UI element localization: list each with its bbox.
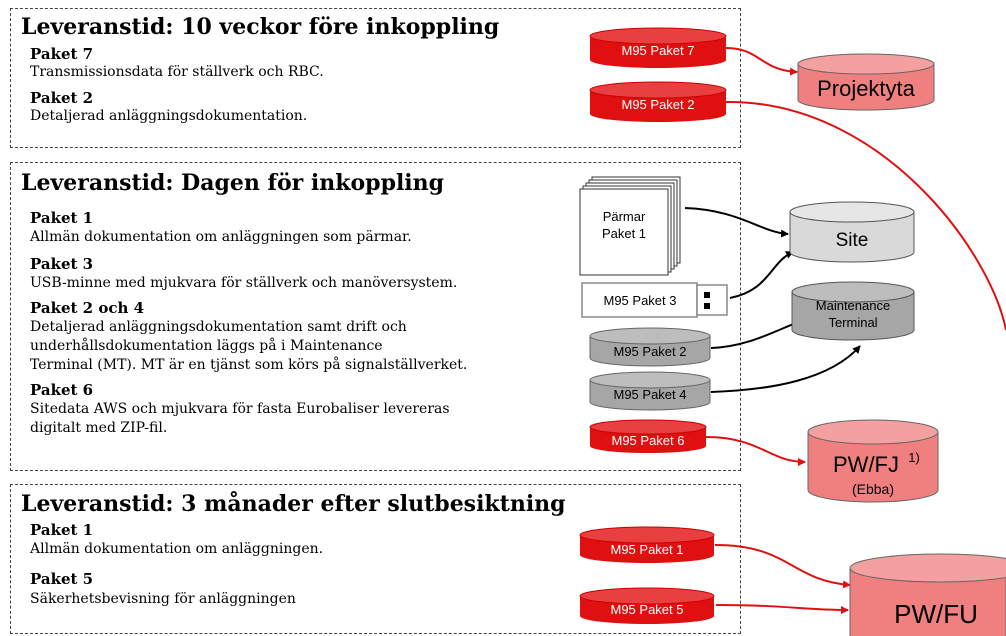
m95-paket-7-cylinder: M95 Paket 7 (589, 27, 727, 68)
pwfj-cylinder: PW/FJ 1) (Ebba) (807, 419, 939, 503)
section-heading: Leveranstid: 3 månader efter slutbesiktn… (21, 491, 566, 517)
connector-arrow (729, 251, 794, 299)
usb-stick-icon: M95 Paket 3 (581, 282, 728, 318)
package-title: Paket 2 (30, 89, 94, 107)
cylinder-label: M95 Paket 4 (614, 387, 687, 402)
maintenance-terminal-cylinder: Maintenance Terminal (791, 281, 915, 341)
cylinder-label: M95 Paket 2 (622, 97, 695, 112)
package-title: Paket 1 (30, 209, 94, 227)
pwfu-cylinder: PW/FU (849, 553, 1006, 636)
cylinder-label: M95 Paket 5 (611, 602, 684, 617)
package-text: USB-minne med mjukvara för ställverk och… (30, 275, 458, 291)
package-text: Allmän dokumentation om anläggningen som… (30, 229, 412, 245)
section-heading: Leveranstid: 10 veckor före inkoppling (21, 14, 500, 40)
cylinder-label: Terminal (828, 315, 877, 330)
section-box-1 (10, 8, 741, 148)
binder-stack-icon: Pärmar Paket 1 (579, 176, 681, 276)
connector-arrow (725, 100, 1006, 331)
package-text: digitalt med ZIP-fil. (30, 420, 168, 436)
m95-paket-4-gray-cylinder: M95 Paket 4 (589, 371, 711, 411)
m95-paket-2-cylinder: M95 Paket 2 (589, 81, 727, 122)
cylinder-label: Projektyta (817, 76, 916, 101)
m95-paket-5-cylinder: M95 Paket 5 (579, 587, 715, 624)
cylinder-sublabel: (Ebba) (852, 481, 894, 497)
package-title: Paket 3 (30, 255, 94, 273)
cylinder-label: M95 Paket 1 (611, 542, 684, 557)
usb-label: M95 Paket 3 (604, 293, 677, 308)
connector-arrow (725, 47, 798, 76)
cylinder-label: PW/FJ (833, 452, 899, 477)
connector-arrow (714, 544, 851, 589)
binder-label: Pärmar (603, 209, 646, 224)
package-title: Paket 7 (30, 45, 94, 63)
footnote-mark: 1) (908, 450, 920, 465)
package-text: Detaljerad anläggningsdokumentation. (30, 108, 308, 124)
site-cylinder: Site (789, 201, 915, 263)
cylinder-label: M95 Paket 7 (622, 43, 695, 58)
package-title: Paket 5 (30, 570, 94, 588)
section-heading: Leveranstid: Dagen för inkoppling (21, 170, 445, 196)
package-text: Allmän dokumentation om anläggningen. (30, 541, 324, 557)
section-box-2 (10, 162, 741, 471)
cylinder-label: Site (836, 230, 869, 251)
package-title: Paket 2 och 4 (30, 299, 145, 317)
package-text: Säkerhetsbevisning för anläggningen (30, 591, 296, 607)
cylinder-label: M95 Paket 6 (612, 433, 685, 448)
m95-paket-2-gray-cylinder: M95 Paket 2 (589, 327, 711, 367)
binder-label: Paket 1 (602, 226, 646, 241)
package-text: underhållsdokumentation läggs på i Maint… (30, 338, 383, 354)
m95-paket-1-cylinder: M95 Paket 1 (579, 526, 715, 563)
cylinder-label: Maintenance (816, 298, 890, 313)
cylinder-label: PW/FU (894, 599, 978, 629)
connector-arrow (684, 207, 789, 238)
package-title: Paket 1 (30, 521, 94, 539)
m95-paket-6-cylinder: M95 Paket 6 (589, 419, 707, 453)
connector-arrow (715, 604, 849, 614)
package-title: Paket 6 (30, 381, 94, 399)
package-text: Sitedata AWS och mjukvara för fasta Euro… (30, 401, 450, 417)
package-text: Terminal (MT). MT är en tjänst som körs … (30, 357, 468, 373)
section-box-3 (10, 484, 741, 634)
package-text: Transmissionsdata för ställverk och RBC. (30, 64, 324, 80)
connector-arrow (710, 345, 861, 393)
package-text: Detaljerad anläggningsdokumentation samt… (30, 319, 407, 335)
connector-arrow (705, 436, 806, 466)
projektyta-cylinder: Projektyta (797, 53, 935, 111)
cylinder-label: M95 Paket 2 (614, 344, 687, 359)
